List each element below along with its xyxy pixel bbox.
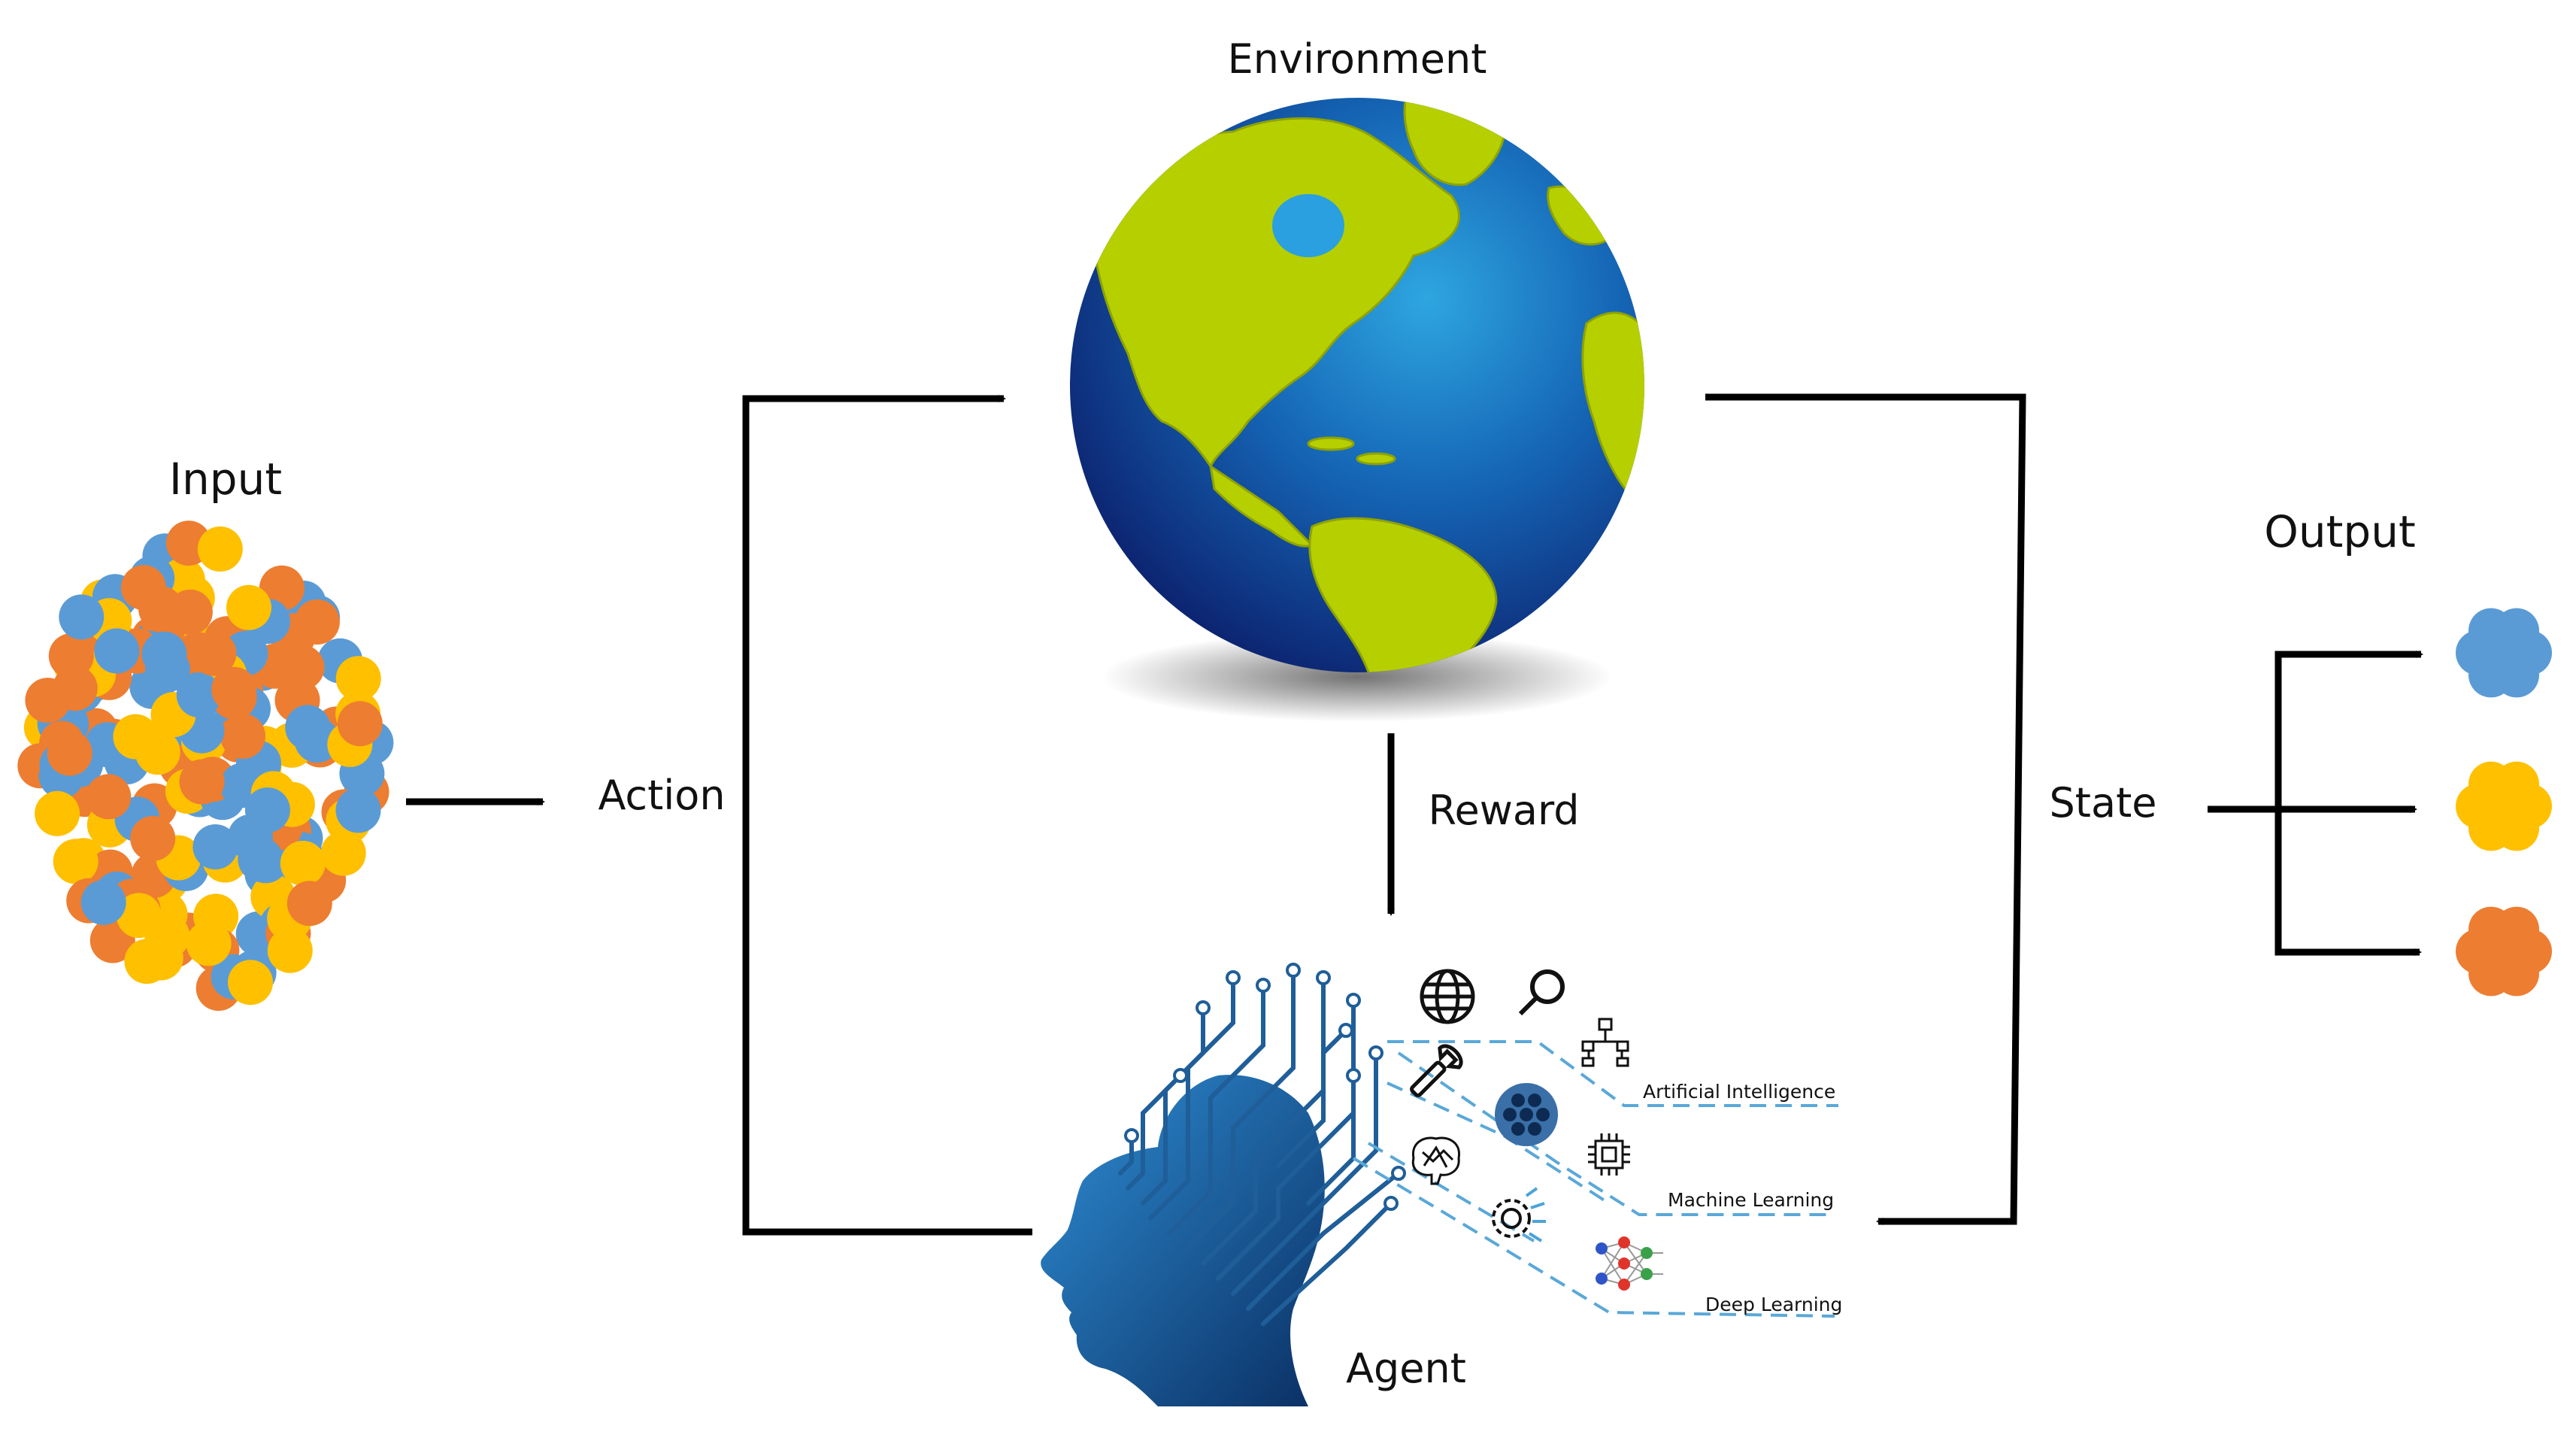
particle [335, 656, 381, 702]
particle [144, 913, 190, 959]
output-yellow-cluster [2456, 761, 2552, 851]
org-chart-icon [1581, 1018, 1629, 1067]
dash-dl [1352, 1157, 1835, 1318]
output-petal [2481, 630, 2526, 675]
circuit-node [1124, 1128, 1139, 1143]
circuit-trace [1126, 1073, 1183, 1191]
particle [279, 645, 325, 690]
neural-network-icon [1596, 1236, 1663, 1291]
agent-label: Agent [1346, 1345, 1466, 1392]
hudson-bay [1272, 194, 1344, 257]
magnifier-icon [1518, 969, 1565, 1016]
circuit-node [1173, 1068, 1188, 1083]
gear-icon [1492, 1187, 1546, 1242]
particle [94, 628, 140, 674]
circuit-trace [1231, 1051, 1378, 1296]
particle [86, 774, 132, 820]
particle [226, 584, 271, 630]
circuit-trace [1276, 1028, 1348, 1168]
circuit-node [1346, 993, 1361, 1008]
particle [176, 672, 222, 717]
particle [130, 815, 176, 861]
particle [35, 790, 80, 836]
circuit-node [1383, 1196, 1399, 1211]
circuit-trace [1261, 1201, 1393, 1326]
circuit-node [1368, 1045, 1383, 1060]
wrench-icon [1410, 1044, 1463, 1097]
output-orange-cluster [2456, 906, 2552, 997]
action-loop-arrow [742, 395, 1032, 1236]
input-label: Input [169, 454, 282, 505]
particle [113, 714, 159, 760]
particle [138, 586, 183, 632]
state-loop-arrow [1705, 393, 2026, 1225]
circuit-trace [1118, 1133, 1134, 1176]
circuit-node [1391, 1166, 1406, 1181]
circuit-node [1346, 1068, 1361, 1083]
particle [59, 594, 105, 640]
circuit-node [1316, 970, 1331, 985]
ml-label: Machine Learning [1668, 1189, 1834, 1211]
particle [335, 787, 381, 833]
particle [220, 713, 265, 759]
environment-label: Environment [1228, 35, 1487, 83]
globe-shadow [1102, 632, 1613, 722]
particle [228, 960, 273, 1006]
particle [267, 927, 313, 973]
particle [47, 730, 92, 776]
circuit-trace [1186, 968, 1296, 1251]
circuit-trace [1167, 983, 1265, 1236]
head-silhouette [1041, 1075, 1325, 1406]
dash-ml [1397, 1051, 1835, 1216]
ai-label: Artificial Intelligence [1643, 1081, 1835, 1103]
circuit-node [1196, 1000, 1211, 1015]
particle [191, 630, 237, 676]
particle [179, 759, 225, 805]
output-arrow-top [2274, 651, 2423, 809]
flow-arrows [406, 393, 2423, 1236]
circuit-node [1256, 978, 1271, 993]
particle [53, 839, 98, 884]
input-particle-cluster [17, 520, 394, 1011]
particle [186, 921, 232, 966]
output-blue-cluster [2456, 608, 2552, 698]
particle [211, 666, 257, 712]
state-label: State [2050, 779, 2157, 827]
particle [52, 666, 98, 711]
circuit-node [1286, 963, 1301, 978]
reward-label: Reward [1428, 787, 1579, 834]
particle [285, 705, 331, 751]
particle [197, 526, 243, 572]
output-arrow-bottom [2274, 654, 2422, 956]
particle [320, 830, 366, 876]
brain-icon [1411, 1136, 1460, 1185]
environment-globe [1070, 98, 1644, 722]
particle [228, 814, 273, 860]
dl-label: Deep Learning [1705, 1294, 1842, 1315]
circuit-node [1338, 1023, 1353, 1038]
particle [337, 701, 383, 747]
output-petal [2481, 929, 2526, 974]
action-label: Action [598, 772, 725, 819]
particle [192, 824, 238, 869]
circuit-traces [1118, 963, 1406, 1326]
particle [280, 840, 326, 886]
circuit-trace [1246, 1171, 1401, 1311]
circuit-node [1226, 970, 1241, 985]
chip-icon [1588, 1133, 1630, 1176]
particle [80, 879, 126, 925]
globe-icon [1420, 969, 1475, 1024]
dash-ai [1387, 1040, 1838, 1107]
output-label: Output [2264, 506, 2415, 557]
output-petal [2481, 784, 2526, 829]
neural-cluster-icon [1495, 1083, 1558, 1146]
agent-head [1041, 963, 1406, 1406]
particle [286, 881, 332, 927]
particle [141, 631, 187, 677]
